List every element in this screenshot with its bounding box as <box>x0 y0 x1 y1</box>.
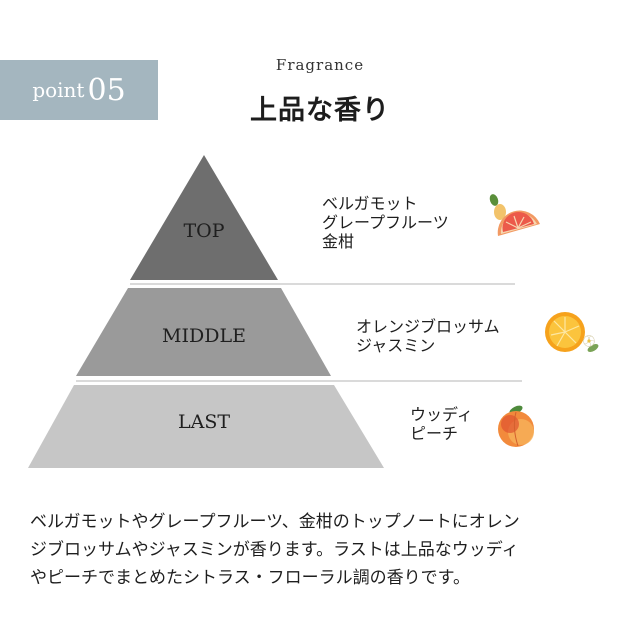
note-item: オレンジブロッサム <box>356 317 500 336</box>
description-line: やピーチでまとめたシトラス・フローラル調の香りです。 <box>30 568 470 588</box>
description-text: ベルガモットやグレープフルーツ、金柑のトップノートにオレン ジブロッサムやジャス… <box>30 508 620 592</box>
last-notes: ウッディ ピーチ <box>410 405 473 443</box>
point-word: point <box>32 78 85 102</box>
middle-notes: オレンジブロッサム ジャスミン <box>356 317 500 355</box>
pyramid-tier-middle <box>76 288 331 376</box>
section-title: 上品な香り <box>250 95 390 126</box>
note-item: 金柑 <box>322 232 355 251</box>
tier-label-middle: MIDDLE <box>162 325 246 347</box>
orange-blossom-icon <box>545 312 599 352</box>
section-subtitle: Fragrance <box>275 56 365 74</box>
note-item: ジャスミン <box>356 336 436 355</box>
note-item: ウッディ <box>410 405 473 424</box>
description-line: ベルガモットやグレープフルーツ、金柑のトップノートにオレン <box>30 512 520 532</box>
point-number: 05 <box>87 72 126 108</box>
grapefruit-icon <box>489 194 540 236</box>
description-line: ジブロッサムやジャスミンが香ります。ラストは上品なウッディ <box>30 540 519 560</box>
note-item: ベルガモット <box>322 194 418 213</box>
top-notes: ベルガモット グレープフルーツ 金柑 <box>322 194 449 251</box>
tier-label-last: LAST <box>177 411 231 433</box>
peach-icon <box>498 405 534 447</box>
note-item: ピーチ <box>410 424 459 443</box>
pyramid-tier-top <box>130 155 278 280</box>
pyramid-tier-last <box>28 385 384 468</box>
point-badge: point 05 <box>0 60 158 120</box>
note-item: グレープフルーツ <box>322 213 449 232</box>
tier-label-top: TOP <box>183 220 225 242</box>
